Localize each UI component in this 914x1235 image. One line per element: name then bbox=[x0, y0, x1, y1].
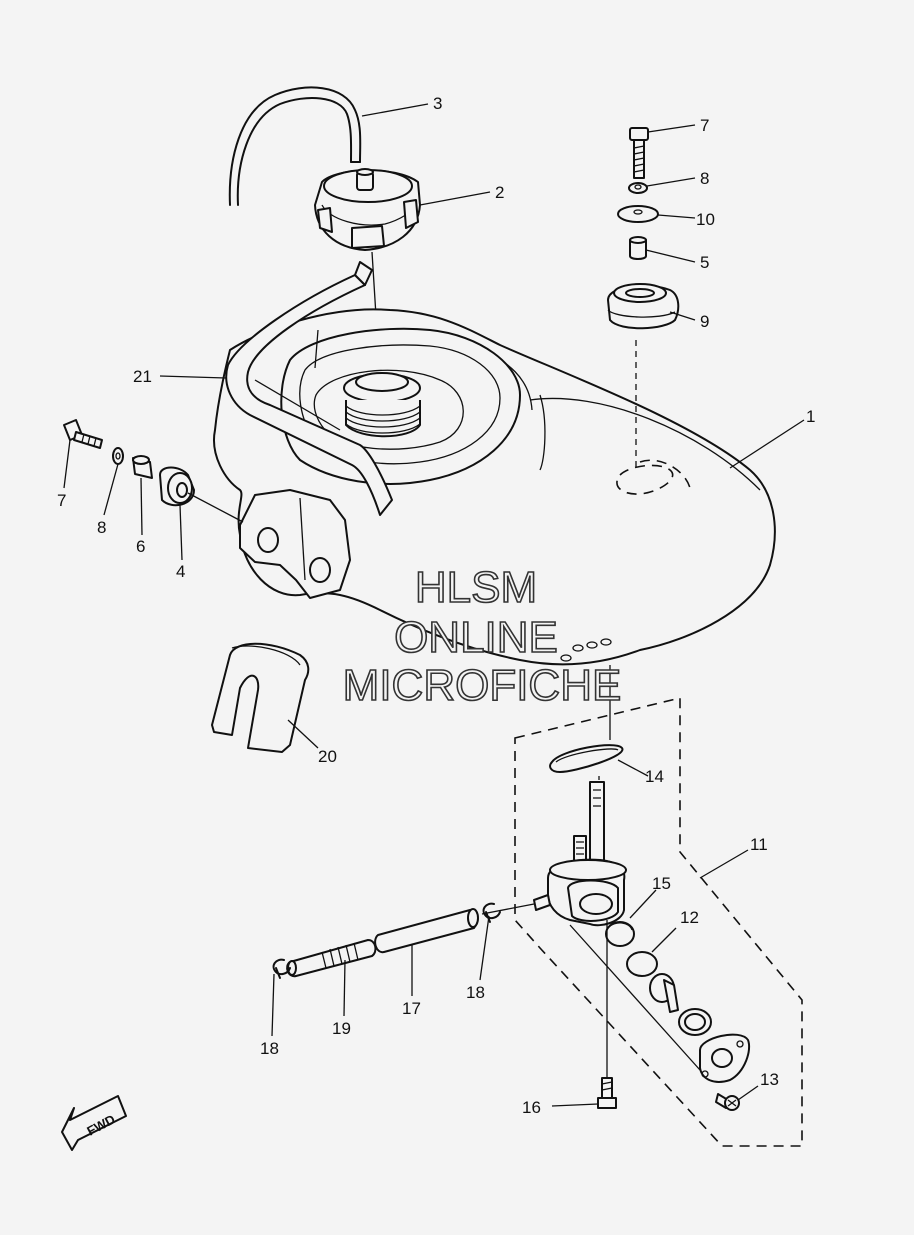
callout-7-left: 7 bbox=[57, 491, 66, 510]
callout-9: 9 bbox=[700, 312, 709, 331]
part-o-ring-14[interactable] bbox=[549, 744, 624, 773]
callout-16: 16 bbox=[522, 1098, 541, 1117]
callout-1: 1 bbox=[806, 407, 815, 426]
callout-7-top: 7 bbox=[700, 116, 709, 135]
part-bolt-16[interactable] bbox=[597, 1077, 617, 1109]
part-lever[interactable] bbox=[649, 973, 679, 1013]
callout-leaders bbox=[63, 103, 805, 1107]
part-vent-hose[interactable] bbox=[228, 86, 362, 206]
callout-5: 5 bbox=[700, 253, 709, 272]
part-washer-8-top[interactable] bbox=[628, 182, 648, 194]
part-band[interactable] bbox=[225, 261, 393, 516]
watermark: HLSM ONLINE MICROFICHE bbox=[342, 562, 622, 711]
callout-14: 14 bbox=[645, 767, 664, 786]
part-screw-13[interactable] bbox=[715, 1093, 740, 1111]
callout-12: 12 bbox=[680, 908, 699, 927]
part-disc-12[interactable] bbox=[626, 951, 658, 977]
callout-21: 21 bbox=[133, 367, 152, 386]
part-clip-18-left[interactable] bbox=[272, 958, 291, 979]
callout-15: 15 bbox=[652, 874, 671, 893]
part-clip-18-right[interactable] bbox=[482, 902, 501, 923]
part-collar-6[interactable] bbox=[132, 455, 153, 479]
part-hose-protector-19[interactable] bbox=[286, 939, 377, 978]
callout-13: 13 bbox=[760, 1070, 779, 1089]
callout-18-right: 18 bbox=[466, 983, 485, 1002]
part-damper-9[interactable] bbox=[607, 283, 680, 330]
watermark-line-1: HLSM bbox=[415, 563, 537, 612]
watermark-line-3: MICROFICHE bbox=[343, 661, 622, 710]
callout-labels: 1 2 3 4 5 6 7 7 8 8 9 10 11 12 13 14 15 … bbox=[57, 94, 815, 1117]
part-protector-20[interactable] bbox=[211, 642, 310, 753]
fwd-arrow-icon: FWD bbox=[61, 1095, 127, 1151]
part-bolt-7-left[interactable] bbox=[63, 419, 103, 449]
callout-4: 4 bbox=[176, 562, 185, 581]
part-fuel-hose-17[interactable] bbox=[374, 908, 479, 954]
watermark-line-2: ONLINE bbox=[394, 613, 558, 662]
callout-17: 17 bbox=[402, 999, 421, 1018]
callout-3: 3 bbox=[433, 94, 442, 113]
fuel-cock-group-boundary bbox=[514, 696, 803, 1147]
callout-6: 6 bbox=[136, 537, 145, 556]
part-bolt-7-top[interactable] bbox=[629, 127, 649, 179]
callout-18-left: 18 bbox=[260, 1039, 279, 1058]
part-collar-5[interactable] bbox=[629, 236, 647, 260]
callout-10: 10 bbox=[696, 210, 715, 229]
part-gasket-15[interactable] bbox=[605, 921, 635, 947]
part-cover-plate[interactable] bbox=[699, 1033, 750, 1083]
callout-20: 20 bbox=[318, 747, 337, 766]
callout-11: 11 bbox=[750, 835, 768, 854]
part-packing[interactable] bbox=[678, 1008, 712, 1036]
callout-2: 2 bbox=[495, 183, 504, 202]
part-fuel-cap[interactable] bbox=[314, 168, 421, 251]
part-damper-4[interactable] bbox=[159, 466, 195, 507]
callout-8-left: 8 bbox=[97, 518, 106, 537]
callout-19: 19 bbox=[332, 1019, 351, 1038]
callout-8-top: 8 bbox=[700, 169, 709, 188]
part-washer-10[interactable] bbox=[617, 205, 659, 223]
part-fuel-cock-body[interactable] bbox=[533, 781, 627, 927]
part-washer-8-left[interactable] bbox=[112, 447, 124, 465]
